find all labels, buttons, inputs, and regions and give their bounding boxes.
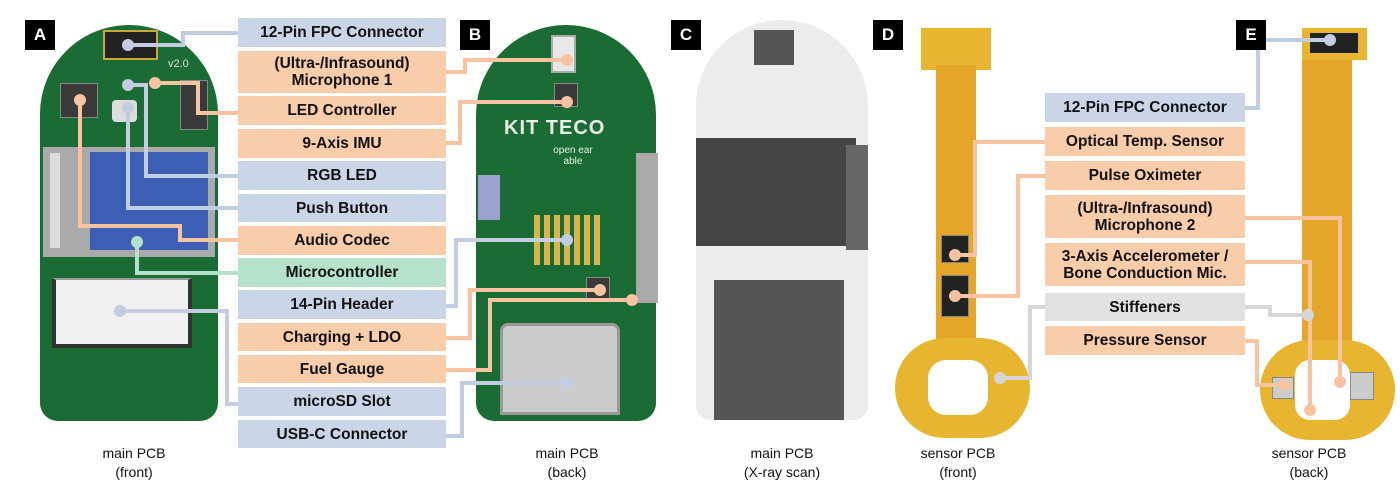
panel-e-badge: E [1236, 20, 1266, 50]
label-push-button: Push Button [238, 194, 446, 222]
panel-c-badge: C [671, 20, 701, 50]
label-charging-ldo: Charging + LDO [238, 323, 446, 351]
label-sensor-fpc-connector: 12-Pin FPC Connector [1045, 93, 1245, 122]
sensor-pcb-back-image [1240, 20, 1395, 440]
main-pcb-front-image: v2.0 [40, 25, 218, 421]
label-fpc-connector: 12-Pin FPC Connector [238, 18, 446, 47]
label-usb-c: USB-C Connector [238, 420, 446, 448]
label-audio-codec: Audio Codec [238, 226, 446, 255]
caption-e: sensor PCB (back) [1271, 445, 1347, 480]
caption-d: sensor PCB (front) [920, 445, 996, 480]
version-text: v2.0 [168, 58, 189, 70]
caption-c: main PCB (X-ray scan) [743, 445, 821, 480]
panel-b-badge: B [460, 20, 490, 50]
panel-d-badge: D [873, 20, 903, 50]
label-14-pin-header: 14-Pin Header [238, 290, 446, 319]
panel-a-badge: A [25, 20, 55, 50]
label-led-controller: LED Controller [238, 96, 446, 125]
label-microphone-2: (Ultra-/Infrasound) Microphone 2 [1045, 195, 1245, 238]
label-optical-temp-sensor: Optical Temp. Sensor [1045, 127, 1245, 156]
caption-a: main PCB (front) [102, 445, 166, 480]
sensor-pcb-front-image: V2.0 [893, 20, 1043, 440]
kit-teco-logo: KIT TECO [504, 117, 606, 139]
label-pressure-sensor: Pressure Sensor [1045, 326, 1245, 355]
label-pulse-oximeter: Pulse Oximeter [1045, 161, 1245, 190]
label-accelerometer: 3-Axis Accelerometer / Bone Conduction M… [1045, 243, 1245, 286]
label-microphone-1: (Ultra-/Infrasound) Microphone 1 [238, 51, 446, 93]
openearable-logo: open ear able [553, 145, 593, 167]
main-pcb-back-image: KIT TECO open ear able [476, 25, 658, 421]
label-microsd-slot: microSD Slot [238, 387, 446, 416]
label-microcontroller: Microcontroller [238, 258, 446, 287]
label-fuel-gauge: Fuel Gauge [238, 355, 446, 383]
caption-b: main PCB (back) [535, 445, 599, 480]
main-pcb-xray-image [696, 20, 868, 420]
label-imu: 9-Axis IMU [238, 129, 446, 158]
label-stiffeners: Stiffeners [1045, 293, 1245, 321]
label-rgb-led: RGB LED [238, 161, 446, 190]
